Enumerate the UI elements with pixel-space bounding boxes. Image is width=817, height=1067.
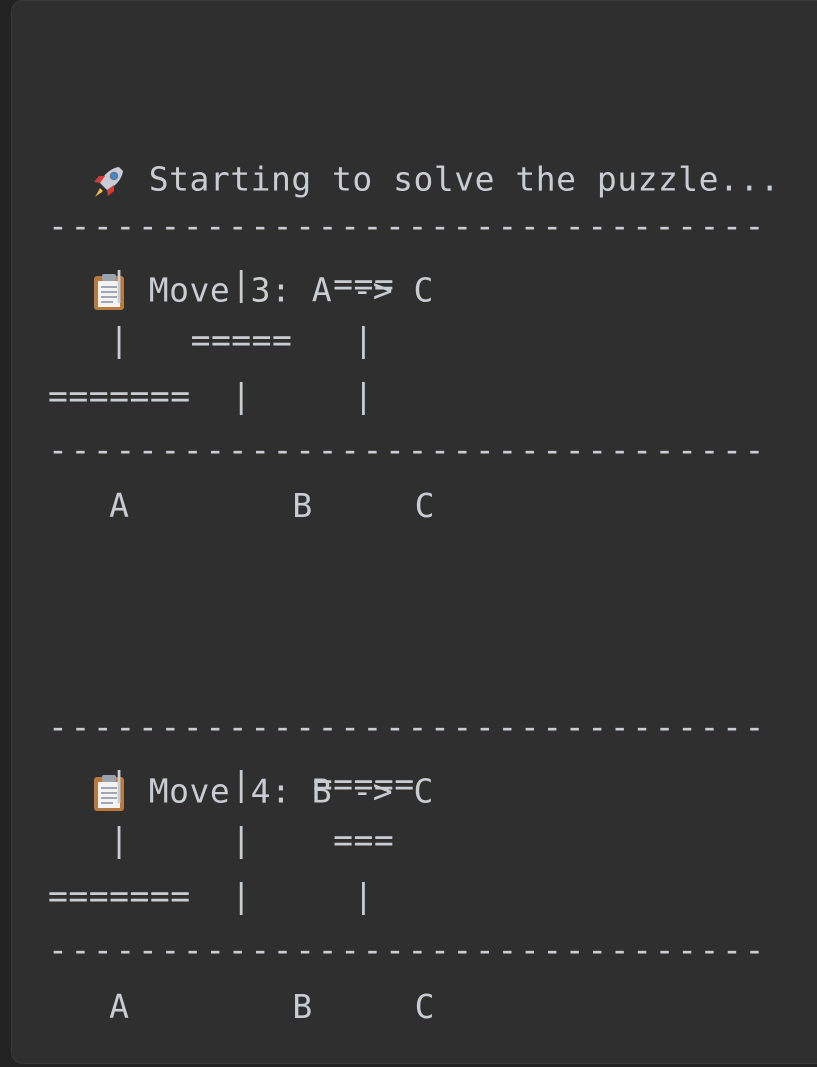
peg-labels: A B C [48, 486, 435, 525]
tower-row: ======= | | [48, 876, 374, 915]
move-title-line: Move 3: A -> C [48, 152, 434, 392]
tower-row: | | === [48, 820, 395, 859]
separator-bottom: -------------------------------- [48, 930, 767, 969]
peg-labels: A B C [48, 987, 435, 1026]
start-message-line: Starting to solve the puzzle... [48, 41, 780, 281]
tower-row: | | ===== [48, 764, 415, 803]
rocket-icon [89, 81, 129, 281]
separator-top: -------------------------------- [48, 206, 767, 245]
console-output-panel [11, 0, 817, 1064]
separator-bottom: -------------------------------- [48, 430, 767, 469]
move-title: Move 4: B -> C [148, 771, 434, 811]
separator-top: -------------------------------- [48, 707, 767, 746]
move-title-line: Move 4: B -> C [48, 653, 434, 893]
clipboard-icon [89, 693, 129, 893]
start-message-text: Starting to solve the puzzle... [148, 159, 781, 199]
clipboard-icon [89, 192, 129, 392]
tower-row: ======= | | [48, 376, 374, 415]
tower-row: | ===== | [48, 320, 374, 359]
move-title: Move 3: A -> C [148, 270, 434, 310]
tower-row: | | === [48, 264, 395, 303]
